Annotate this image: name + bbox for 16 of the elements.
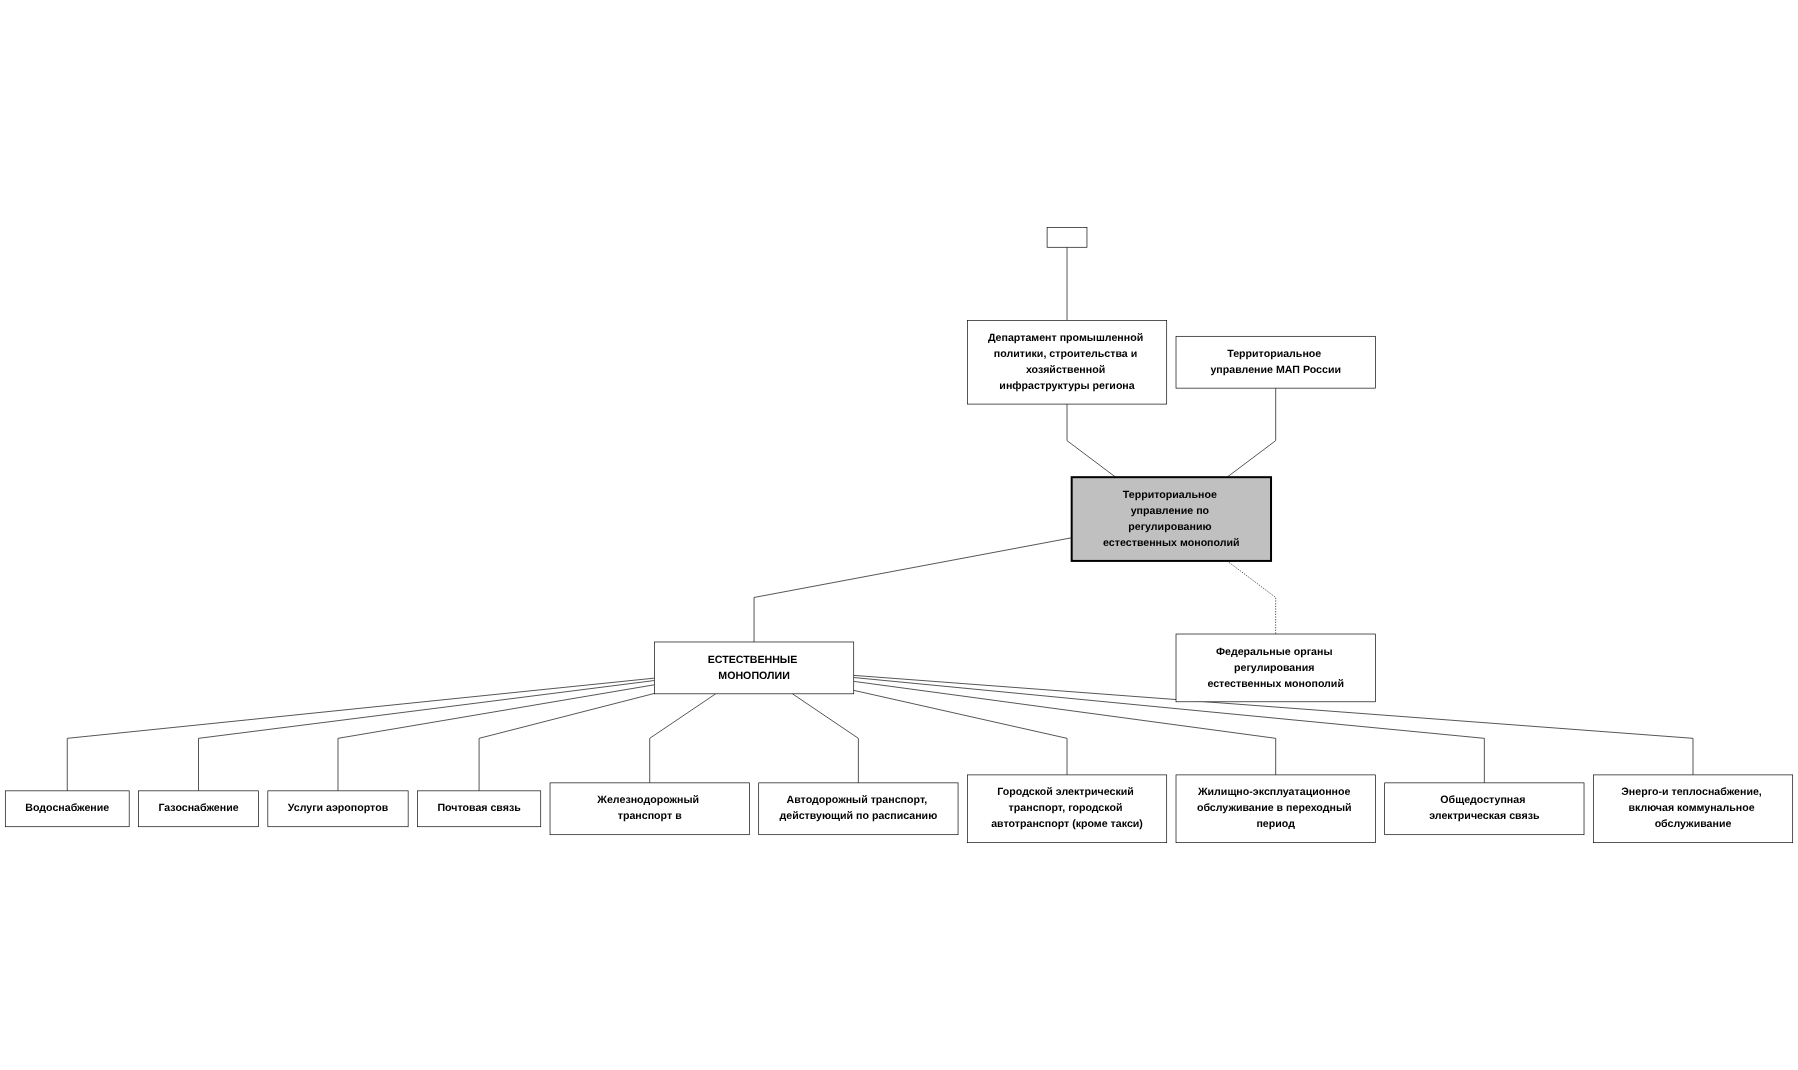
connector [649, 693, 716, 784]
connector [853, 690, 1068, 776]
node-box [1046, 227, 1088, 248]
connector [792, 693, 859, 784]
connector [337, 684, 655, 792]
connector [1066, 403, 1116, 478]
connector [198, 680, 655, 792]
connector [853, 681, 1276, 776]
connector [753, 537, 1072, 643]
connector [853, 675, 1694, 776]
connector [478, 693, 655, 792]
connector [1066, 246, 1068, 321]
connector [1226, 560, 1276, 635]
connector [66, 677, 655, 792]
connector [853, 677, 1485, 784]
connector [1226, 387, 1276, 478]
